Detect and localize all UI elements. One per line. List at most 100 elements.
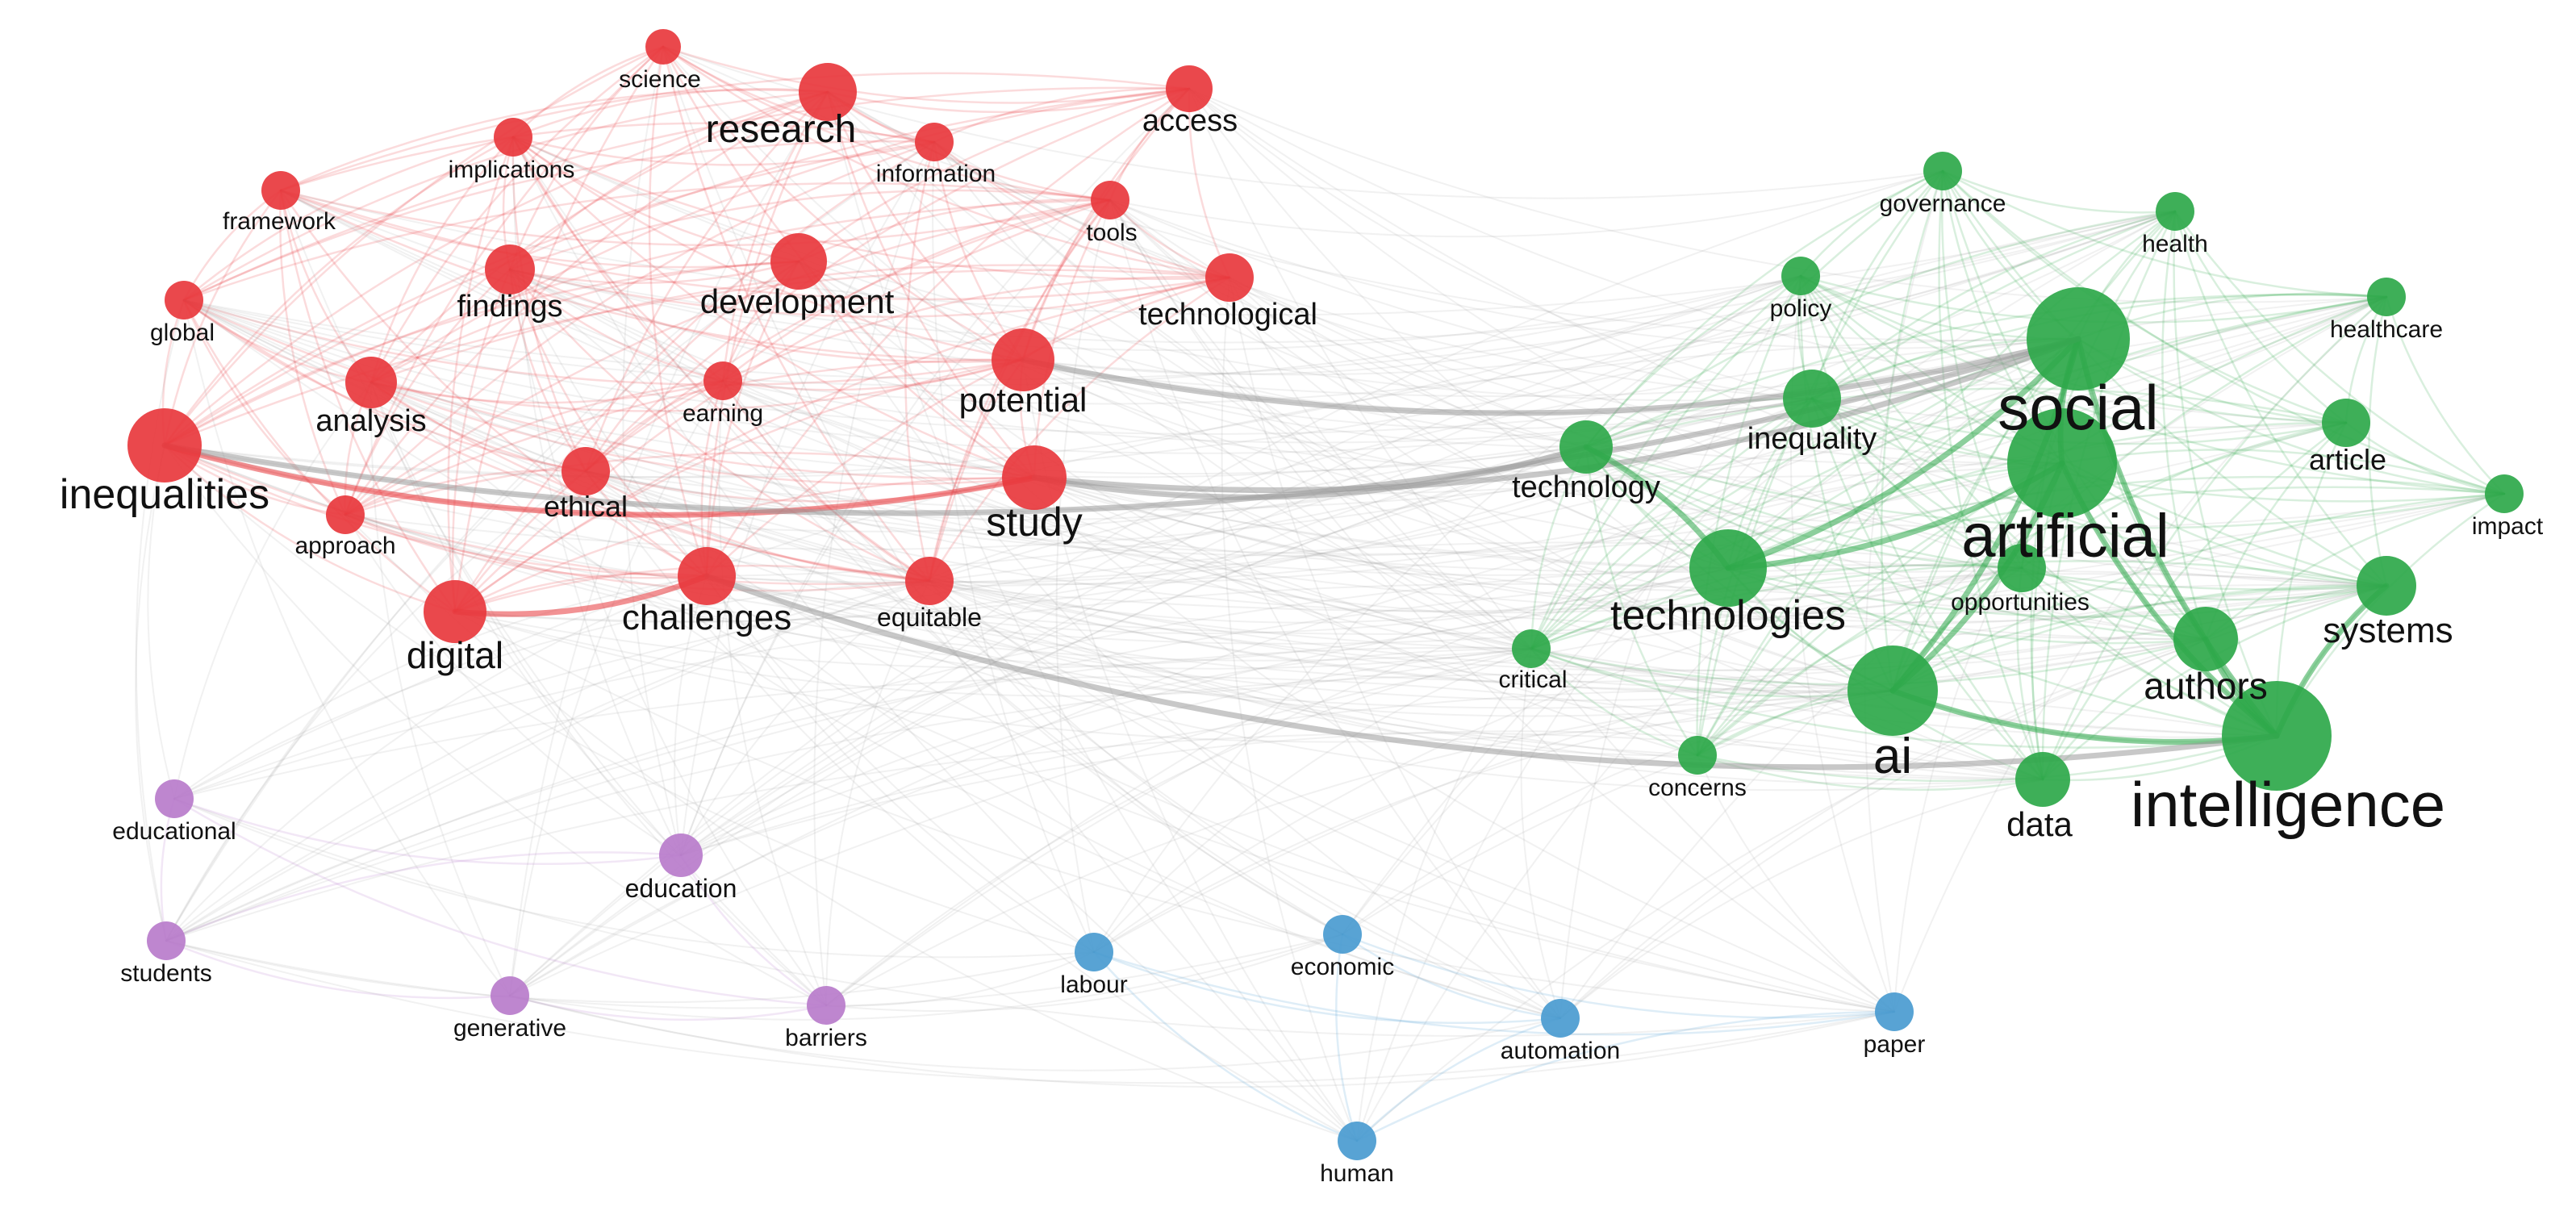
edge-earning-automation [722, 380, 1561, 1019]
edge-implications-information [511, 136, 936, 166]
edge-science-information [662, 45, 936, 144]
edge-information-technology [933, 141, 1587, 448]
label-development: development [700, 282, 895, 320]
edge-critical-education [680, 648, 1532, 856]
edge-healthcare-technology [1584, 293, 2388, 449]
edge-ethical-authors [585, 470, 2207, 671]
edge-students-paper [165, 940, 1895, 1084]
edge-framework-potential [279, 189, 1025, 361]
edge-governance-policy [1799, 169, 1944, 278]
edge-policy-opportunities [1799, 274, 2023, 570]
edge-challenges-educational [173, 575, 708, 800]
label-systems: systems [2323, 611, 2453, 650]
edge-generative-economic [509, 934, 1343, 1021]
edge-generative-paper [509, 995, 1895, 1088]
edge-implications-equitable [511, 136, 931, 583]
edge-access-information [933, 87, 1191, 144]
edge-research-inequalities [163, 90, 829, 447]
label-policy: policy [1770, 295, 1832, 322]
edge-inequalities-challenges [163, 444, 708, 578]
edge-article-concerns [1696, 421, 2348, 757]
edge-labour-human [1092, 950, 1359, 1143]
label-global: global [150, 320, 215, 346]
label-equitable: equitable [877, 603, 982, 632]
edge-governance-technology [1584, 169, 1944, 449]
label-information: information [876, 161, 996, 187]
node-inequalities [127, 408, 202, 482]
label-approach: approach [294, 533, 395, 559]
label-health: health [2142, 231, 2208, 257]
edge-educational-paper [173, 798, 1895, 1037]
edge-potential-impact [1022, 359, 2505, 529]
edge-critical-students [165, 646, 1532, 942]
edge-inequalities-barriers [164, 445, 827, 1006]
edge-tools-concerns [1109, 199, 1698, 756]
node-framework [261, 171, 300, 210]
edge-findings-health [509, 211, 2176, 344]
edge-findings-technologies [509, 269, 1729, 569]
node-article [2322, 399, 2370, 447]
edge-governance-systems [1941, 169, 2388, 587]
edge-ai-students [165, 673, 1893, 942]
edge-information-global [182, 140, 936, 302]
label-human: human [1320, 1160, 1394, 1187]
edge-tools-global [182, 182, 1112, 302]
node-labour [1075, 933, 1113, 971]
node-digital [424, 580, 486, 643]
edge-tools-earning [721, 198, 1112, 382]
edge-access-ai [1188, 88, 1893, 691]
edge-potential-authors [1022, 359, 2207, 641]
edge-inequalities-equitable [163, 444, 931, 586]
edge-tools-approach [344, 198, 1112, 516]
edge-ai-labour [1093, 690, 1893, 953]
edge-implications-analysis [369, 136, 515, 384]
edge-health-generative [509, 211, 2176, 996]
edge-systems-concerns [1696, 584, 2388, 757]
node-policy [1781, 257, 1820, 295]
edge-implications-global [182, 136, 515, 302]
edge-systems-automation [1559, 585, 2387, 1019]
edge-science-education [622, 46, 682, 856]
edge-technology-systems [1584, 445, 2388, 591]
edge-access-systems [1188, 88, 2387, 587]
edge-study-technology [1031, 444, 1589, 500]
edge-access-equitable [928, 87, 1191, 583]
edge-policy-automation [1559, 275, 1802, 1019]
edge-digital-critical [454, 611, 1532, 697]
edge-global-ai [183, 299, 1893, 692]
edge-health-systems [2173, 210, 2388, 587]
edge-findings-challenges [508, 268, 708, 578]
edge-challenges-automation [706, 575, 1561, 1019]
edge-governance-healthcare [1941, 169, 2388, 299]
edge-approach-opportunities [344, 514, 2023, 645]
node-potential [992, 328, 1054, 391]
node-education [659, 833, 703, 877]
edge-automation-human [1355, 1017, 1562, 1143]
edge-inequalities-ai [164, 445, 1893, 709]
edge-study-opportunities [1033, 477, 2023, 592]
node-challenges [678, 547, 736, 605]
edge-information-ai [933, 141, 1893, 691]
edge-impact-ai [1891, 492, 2506, 692]
node-ethical [562, 447, 610, 495]
edge-tools-inequalities [163, 198, 1112, 447]
edge-earning-approach [344, 379, 724, 516]
edge-inequality-human [1356, 398, 1813, 1142]
edge-governance-data [1938, 169, 2044, 781]
edge-global-analysis [182, 299, 373, 384]
edge-social-impact [2077, 337, 2506, 495]
edge-earning-equitable [721, 379, 931, 583]
edge-implications-economic [512, 136, 1343, 935]
node-impact [2485, 474, 2524, 513]
edge-analysis-earning [369, 379, 724, 404]
edge-implications-study [511, 136, 1036, 479]
edge-access-education [680, 88, 1190, 856]
label-labour: labour [1060, 971, 1127, 998]
edge-health-authors [2161, 210, 2207, 641]
edge-tools-social [1109, 199, 2079, 349]
edge-approach-equitable [344, 513, 931, 592]
edge-challenges-labour [706, 575, 1095, 953]
edge-healthcare-technologies [1726, 295, 2388, 570]
edge-inequality-impact [1810, 397, 2506, 503]
edge-tools-authors [1109, 199, 2207, 640]
